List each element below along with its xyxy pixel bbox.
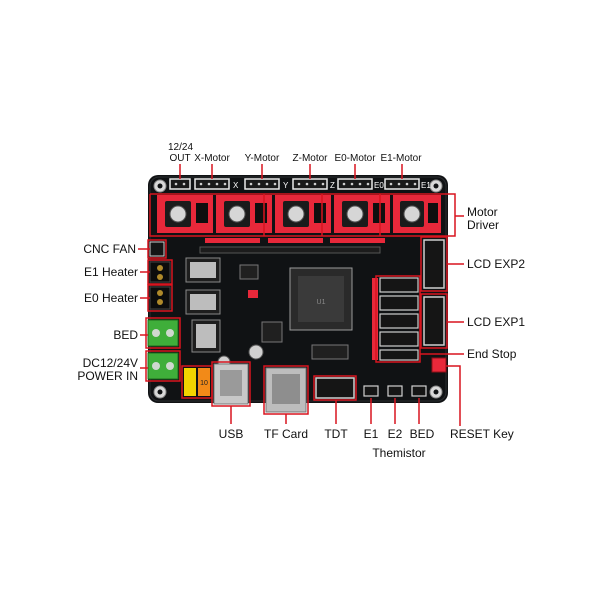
- label-e1-motor: E1-Motor: [380, 153, 422, 164]
- mcu-chip: U1: [289, 267, 353, 331]
- usb-port: [213, 363, 249, 405]
- label-power-in: DC12/24V: [82, 356, 138, 370]
- power-terminal: [147, 352, 179, 380]
- callout-lines: [138, 164, 464, 426]
- jumper-row: [205, 238, 385, 243]
- label-motor-driver: Motor: [467, 205, 498, 219]
- label-e2-therm: E2: [387, 427, 403, 441]
- label-bed: BED: [113, 328, 138, 342]
- label-x-motor: X-Motor: [194, 153, 230, 164]
- label-bed-therm: BED: [409, 427, 435, 441]
- label-cnc-fan: CNC FAN: [83, 242, 136, 256]
- label-lcd-exp2: LCD EXP2: [467, 257, 526, 271]
- label-lcd-exp1: LCD EXP1: [467, 315, 526, 329]
- silk-z: Z: [330, 181, 335, 190]
- connector-pins: [174, 182, 417, 186]
- label-e1-therm: E1: [363, 427, 379, 441]
- silk-x: X: [233, 181, 239, 190]
- silk-e0: E0: [374, 181, 384, 190]
- label-e1-heater: E1 Heater: [83, 265, 138, 279]
- label-tf-card: TF Card: [263, 427, 308, 441]
- label-motor-driver-2: Driver: [467, 218, 499, 232]
- tdt-header: [315, 377, 355, 399]
- endstop-red-pins: [372, 278, 378, 360]
- label-1224-out-2: OUT: [169, 153, 191, 164]
- label-z-motor: Z-Motor: [292, 153, 328, 164]
- reset-button: [431, 357, 447, 373]
- thermistor-headers: [363, 385, 427, 397]
- label-1224-out: 12/24: [168, 142, 194, 153]
- label-reset-key: RESET Key: [450, 427, 514, 441]
- mounting-holes: [153, 179, 443, 399]
- lcd-exp1-header: [423, 296, 445, 346]
- lcd-exp2-header: [423, 239, 445, 289]
- cnc-fan-connector: [149, 241, 165, 257]
- label-power-in-2: POWER IN: [77, 369, 138, 383]
- tf-card-slot: [265, 367, 307, 413]
- bed-terminal: [147, 319, 179, 347]
- heater-terminals: [149, 261, 171, 310]
- endstop-headers: [379, 277, 419, 361]
- small-chips: [239, 264, 349, 360]
- header-row: [199, 246, 381, 254]
- silk-y: Y: [283, 181, 289, 190]
- stepper-drivers: [157, 195, 441, 233]
- label-end-stop: End Stop: [467, 347, 517, 361]
- label-e0-heater: E0 Heater: [83, 291, 138, 305]
- fuse: 10: [184, 368, 210, 396]
- label-thermistor: Themistor: [372, 446, 426, 460]
- chip-marking: U1: [317, 299, 326, 306]
- label-y-motor: Y-Motor: [244, 153, 280, 164]
- label-usb: USB: [218, 427, 244, 441]
- silk-e1: E1: [421, 181, 431, 190]
- label-tdt: TDT: [324, 427, 348, 441]
- label-e0-motor: E0-Motor: [334, 153, 376, 164]
- fuse-value: 10: [200, 380, 208, 387]
